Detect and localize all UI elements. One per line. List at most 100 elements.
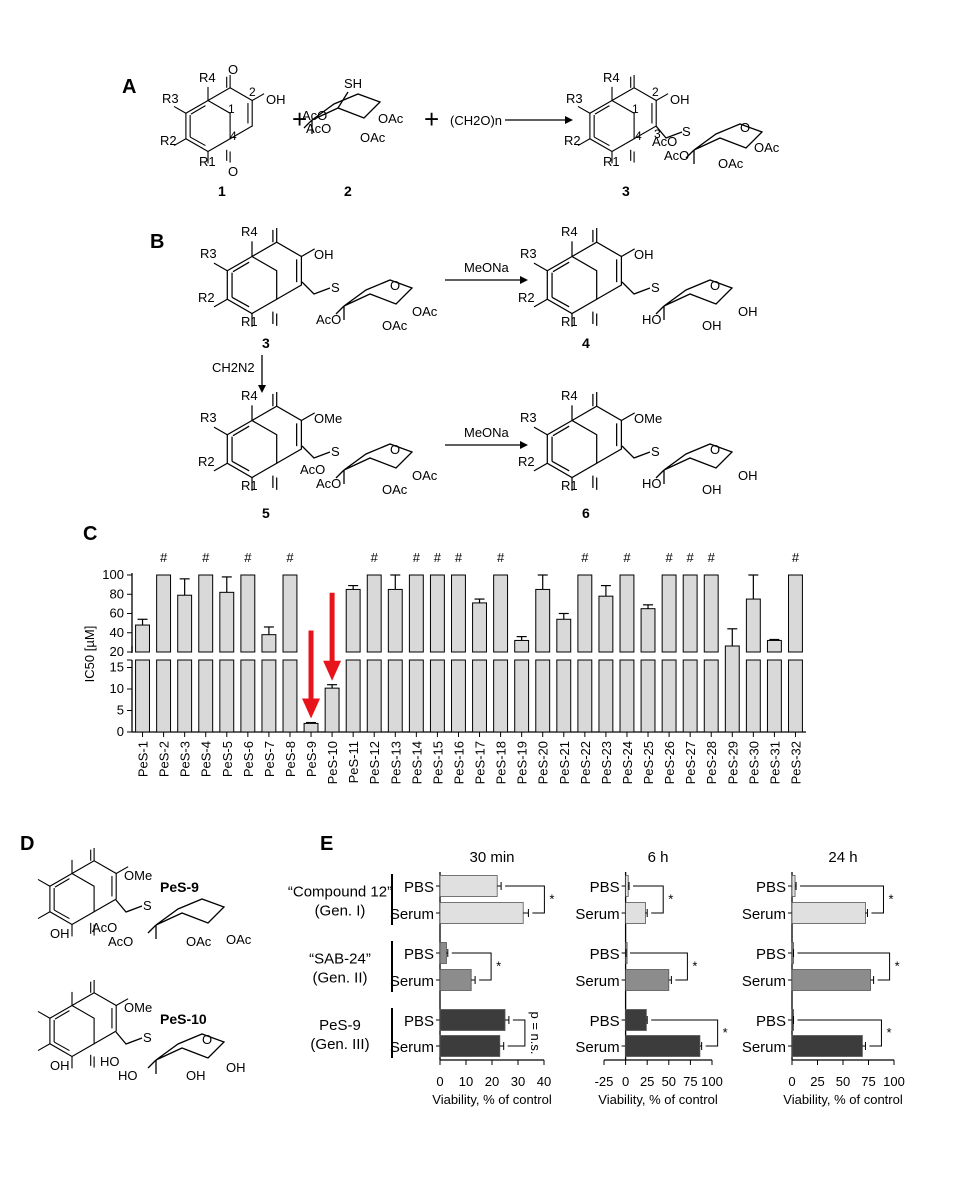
r3-label: R3 xyxy=(566,91,583,106)
x-tick-label: PeS-16 xyxy=(451,741,466,784)
group-name: “SAB-24” xyxy=(309,951,371,968)
subplot-title: 30 min xyxy=(469,849,514,866)
bar-lower xyxy=(661,659,677,733)
r2-label: R2 xyxy=(198,454,215,469)
ho-label: HO xyxy=(642,476,662,491)
significance-mark: * xyxy=(692,959,697,974)
y-tick-label: 15 xyxy=(110,660,124,675)
x-tick-label: PeS-21 xyxy=(557,741,572,784)
group-name: “Compound 12” xyxy=(288,884,392,901)
group-name: PeS-9 xyxy=(319,1017,361,1034)
bar xyxy=(788,574,803,653)
x-tick-label: PeS-2 xyxy=(157,741,172,777)
significance-bracket xyxy=(633,885,664,914)
s-label: S xyxy=(143,1030,152,1045)
x-tick-label: PeS-23 xyxy=(599,741,614,784)
bar xyxy=(625,969,670,991)
scheme-a: R4 R3 R2 R1 O O OH 1 2 4 1 + SH AcO AcO … xyxy=(160,62,780,199)
ho-label: HO xyxy=(642,312,662,327)
y-tick-label: 80 xyxy=(110,586,124,601)
bar-lower xyxy=(619,659,635,733)
oac-label-1: OAc xyxy=(378,111,404,126)
bar-lower xyxy=(156,659,172,733)
bar xyxy=(439,902,524,924)
x-tick-label: PeS-8 xyxy=(283,741,298,777)
bar xyxy=(282,574,298,653)
significance-bracket xyxy=(800,885,884,914)
aco-label-1: AcO xyxy=(300,462,325,477)
r1-label: R1 xyxy=(603,154,620,169)
bar xyxy=(439,942,447,964)
viability-charts: “Compound 12”(Gen. I)“SAB-24”(Gen. II)Pe… xyxy=(288,849,905,1107)
r4-label: R4 xyxy=(603,70,620,85)
scheme-b: R4 R3 R2 R1 OH S O AcO OAc OAc 3 MeONa R… xyxy=(198,224,758,521)
x-tick-label: PeS-18 xyxy=(494,741,509,784)
compound-3-structure: R4 R3 R2 R1 OH 1 2 3 4 S O AcO AcO OAc O… xyxy=(564,70,780,171)
hash-marker: # xyxy=(202,550,210,565)
y-tick-label: 40 xyxy=(110,625,124,640)
y-tick-label: 10 xyxy=(110,681,124,696)
x-tick-label: PeS-14 xyxy=(409,741,424,784)
bar xyxy=(703,574,719,653)
condition-label: PBS xyxy=(590,879,620,896)
bar-lower xyxy=(640,659,656,733)
significance-bracket xyxy=(451,952,492,981)
bar-lower xyxy=(345,659,361,733)
significance-mark: * xyxy=(888,892,893,907)
bar xyxy=(177,594,193,653)
bar-lower xyxy=(535,659,551,733)
hash-marker: # xyxy=(497,550,505,565)
r4-label: R4 xyxy=(241,224,258,239)
bar xyxy=(472,602,487,653)
condition-label: Serum xyxy=(575,906,619,923)
condition-label: Serum xyxy=(390,906,434,923)
condition-label: Serum xyxy=(390,1039,434,1056)
compound-number-2: 2 xyxy=(344,183,352,199)
significance-bracket xyxy=(797,1019,882,1047)
ring-o-label: O xyxy=(390,278,400,293)
oh-label-3: OH xyxy=(702,318,722,333)
oh-label-2: OH xyxy=(738,468,758,483)
ome-label: OMe xyxy=(124,868,152,883)
condition-label: Serum xyxy=(742,1039,786,1056)
x-tick-label: PeS-4 xyxy=(199,741,214,777)
ring-o-label: O xyxy=(390,442,400,457)
compound-number-6: 6 xyxy=(582,505,590,521)
x-tick-label: PeS-24 xyxy=(620,741,635,784)
paraformaldehyde-label: (CH2O)n xyxy=(450,113,502,128)
oac-label-2: OAc xyxy=(382,318,408,333)
significance-bracket xyxy=(797,952,891,981)
bar-lower xyxy=(472,659,487,733)
x-tick-label: PeS-22 xyxy=(578,741,593,784)
bar xyxy=(345,588,361,653)
bar xyxy=(514,639,530,653)
group-subtitle: (Gen. III) xyxy=(310,1036,369,1053)
compound-number-1: 1 xyxy=(218,183,226,199)
condition-label: PBS xyxy=(404,946,434,963)
bar xyxy=(598,595,614,653)
aco-label-1: AcO xyxy=(92,920,117,935)
oh-label-2: OH xyxy=(738,304,758,319)
x-tick-label: PeS-30 xyxy=(746,741,761,784)
bar-lower xyxy=(788,659,803,733)
s-label: S xyxy=(331,444,340,459)
x-tick-label: PeS-20 xyxy=(536,741,551,784)
bar xyxy=(156,574,172,653)
x-tick-label: 75 xyxy=(683,1074,697,1089)
oac-label-1: OAc xyxy=(226,932,252,947)
x-tick-label: PeS-3 xyxy=(178,741,193,777)
r2-label: R2 xyxy=(564,133,581,148)
x-tick-label: -25 xyxy=(595,1074,614,1089)
r2-label: R2 xyxy=(160,133,177,148)
condition-label: PBS xyxy=(404,879,434,896)
x-axis-label: Viability, % of control xyxy=(783,1092,903,1107)
pes9-structure: OH OMe S AcO AcO OAc OAc xyxy=(37,847,252,949)
r1-label: R1 xyxy=(199,154,216,169)
hash-marker: # xyxy=(623,550,631,565)
x-tick-label: PeS-12 xyxy=(367,741,382,784)
y-tick-label: 60 xyxy=(110,606,124,621)
x-tick-label: 50 xyxy=(662,1074,676,1089)
oh-label: OH xyxy=(634,247,654,262)
aco-label-2: AcO xyxy=(108,934,133,949)
aco-label-1: AcO xyxy=(652,134,677,149)
